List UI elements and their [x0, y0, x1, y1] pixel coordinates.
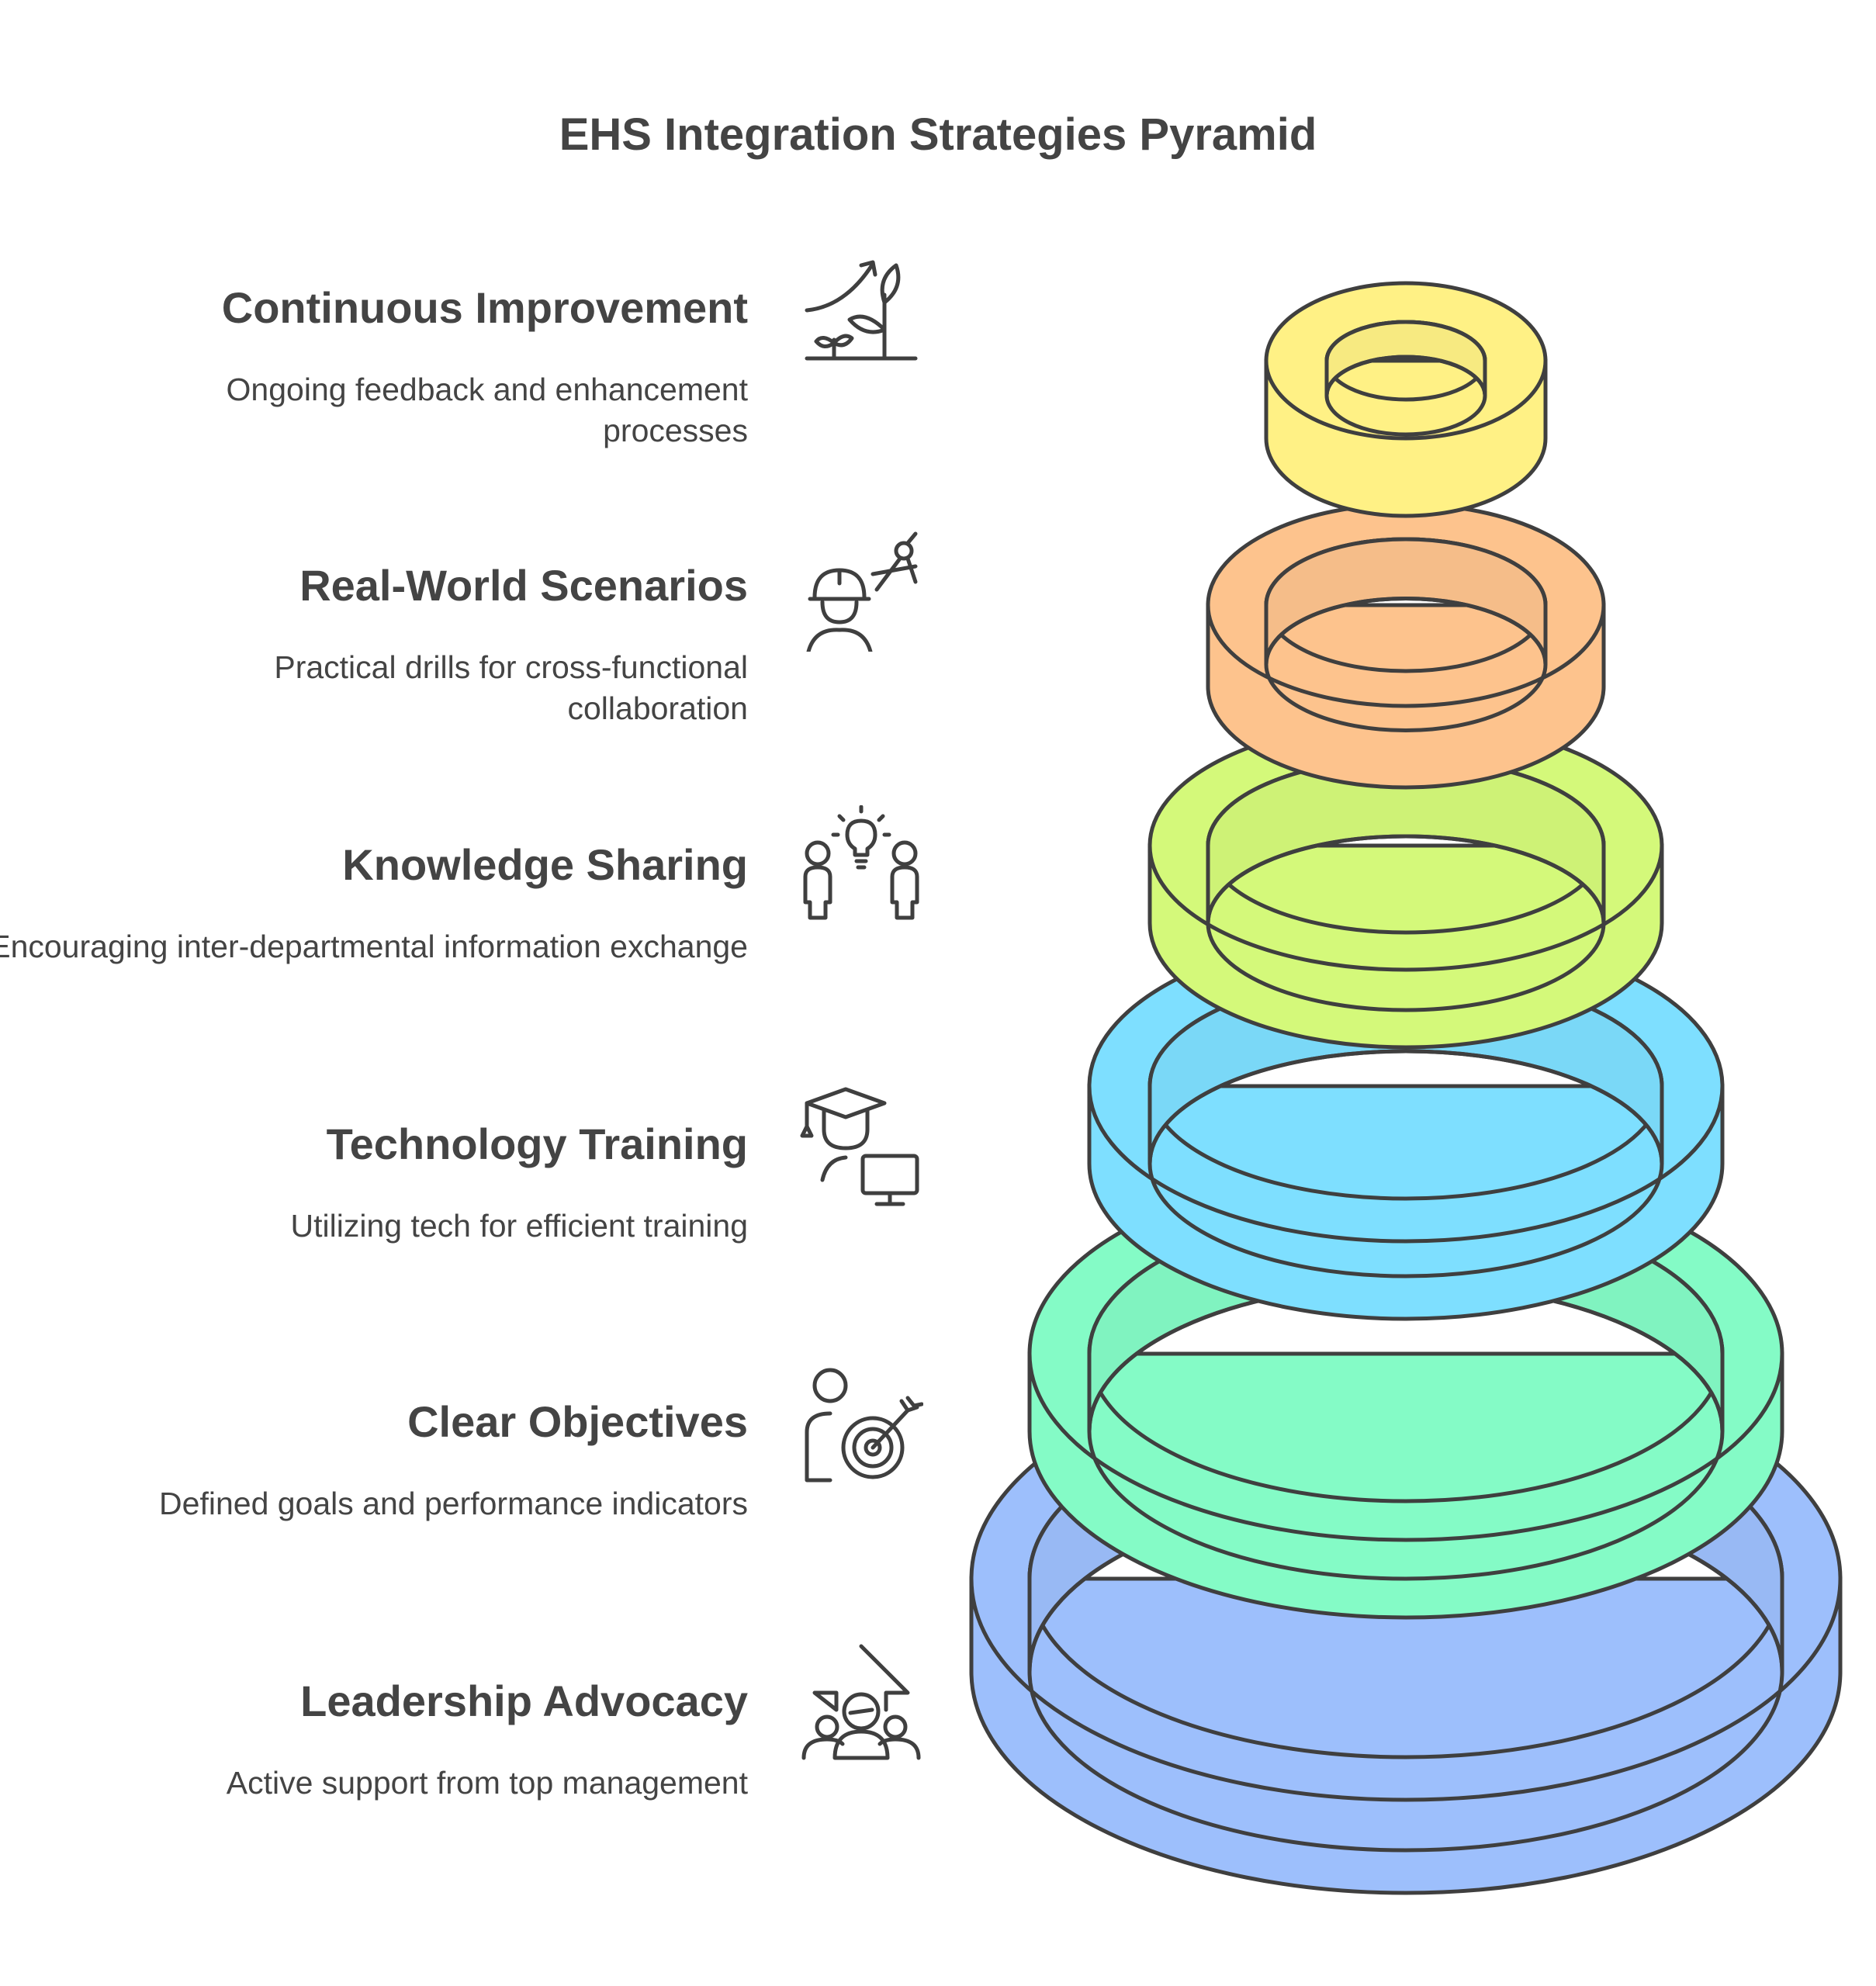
graduate-computer-icon [799, 1083, 923, 1207]
person-target-icon [799, 1362, 924, 1486]
level-title: Knowledge Sharing [342, 840, 748, 889]
pyramid-rings [969, 281, 1843, 1895]
ring-2 [1206, 502, 1606, 790]
level-description: Utilizing tech for efficient training [290, 1208, 748, 1244]
level-title: Technology Training [326, 1119, 748, 1168]
level-description: Active support from top management [226, 1765, 748, 1801]
level-technology-training: Technology Training Utilizing tech for e… [0, 1117, 748, 1247]
diagram-title: EHS Integration Strategies Pyramid [559, 109, 1317, 160]
level-title: Leadership Advocacy [300, 1676, 748, 1725]
engineer-drafting-icon [799, 528, 923, 654]
level-knowledge-sharing: Knowledge Sharing Encouraging inter-depa… [0, 838, 748, 967]
level-description: Practical drills for cross-functional co… [274, 649, 748, 726]
level-leadership-advocacy: Leadership Advocacy Active support from … [0, 1674, 748, 1804]
growth-plant-icon [799, 248, 923, 372]
level-continuous-improvement: Continuous Improvement Ongoing feedback … [0, 281, 748, 452]
ring-3 [1147, 719, 1664, 1050]
people-idea-icon [799, 804, 923, 929]
level-clear-objectives: Clear Objectives Defined goals and perfo… [0, 1395, 748, 1524]
level-description: Encouraging inter-departmental informati… [0, 929, 748, 964]
level-title: Real-World Scenarios [299, 561, 748, 610]
team-arrow-up-icon [799, 1640, 923, 1764]
level-title: Clear Objectives [407, 1397, 748, 1446]
level-description: Defined goals and performance indicators [159, 1486, 748, 1521]
level-title: Continuous Improvement [221, 283, 748, 332]
ring-1 [1264, 281, 1548, 518]
level-real-world-scenarios: Real-World Scenarios Practical drills fo… [0, 559, 748, 729]
level-description: Ongoing feedback and enhancement process… [226, 372, 748, 448]
